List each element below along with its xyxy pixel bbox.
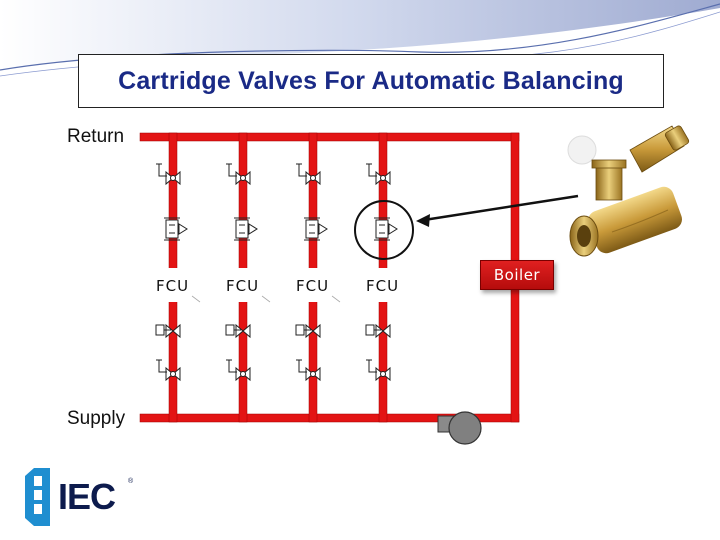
slide-title: Cartridge Valves For Automatic Balancing xyxy=(118,66,624,95)
boiler-label: Boiler xyxy=(493,266,541,284)
arrow-head-icon xyxy=(416,214,430,227)
fcu-label-4: FCU xyxy=(366,277,400,295)
fcu-boxes xyxy=(150,268,410,303)
callout-arrow-line xyxy=(423,194,579,222)
boiler-box: Boiler xyxy=(480,260,554,290)
fcu-box-4 xyxy=(360,268,410,302)
balancing-valve-icon xyxy=(303,217,328,241)
logo-text: IEC xyxy=(58,476,116,517)
iec-logo-icon xyxy=(25,468,50,526)
supply-label: Supply xyxy=(67,408,126,429)
fcu-box-3 xyxy=(290,268,340,302)
balancing-valve-icon xyxy=(373,217,398,241)
return-label: Return xyxy=(67,126,125,147)
highlight-circle xyxy=(354,200,414,260)
fcu-box-1 xyxy=(150,268,200,302)
fcu-label-1: FCU xyxy=(156,277,190,295)
balancing-valve-icon xyxy=(233,217,258,241)
fcu-box-2 xyxy=(220,268,270,302)
cartridge-valve-photo xyxy=(567,125,690,257)
title-box: Cartridge Valves For Automatic Balancing xyxy=(78,54,664,108)
fcu-label-3: FCU xyxy=(296,277,330,295)
fcu-label-2: FCU xyxy=(226,277,260,295)
balancing-valve-icon xyxy=(163,217,188,241)
return-header-pipe xyxy=(139,132,520,142)
logo-registered-mark: ® xyxy=(128,478,134,485)
pump-icon xyxy=(437,411,482,445)
